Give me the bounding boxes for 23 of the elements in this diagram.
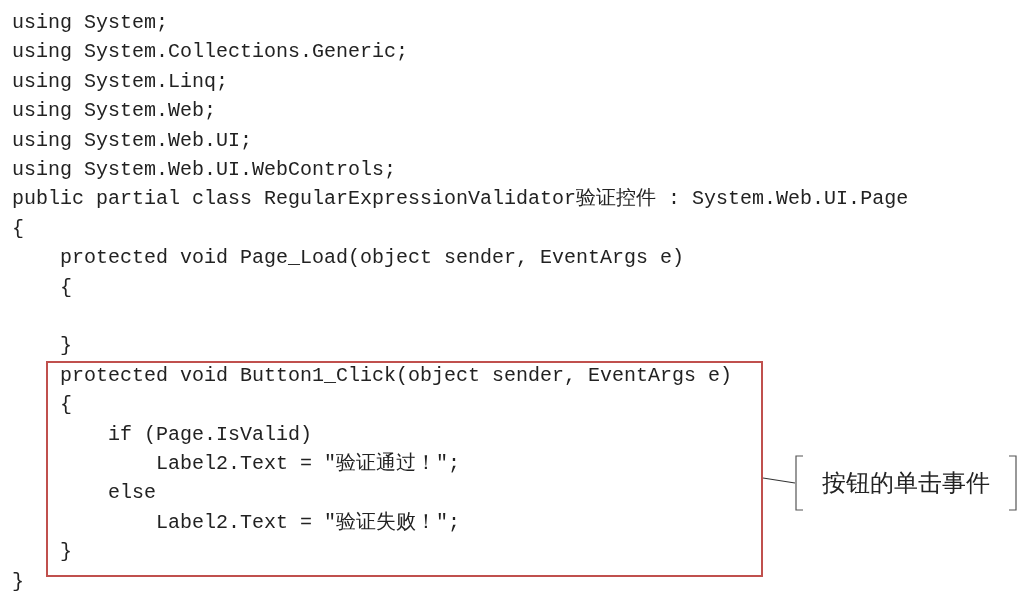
code-line: public partial class RegularExpressionValidator验证控件 : System.Web.UI.Page [12, 186, 909, 213]
code-line: Label2.Text = "验证失败！"; [156, 509, 461, 536]
code-line: if (Page.IsValid) [108, 421, 313, 448]
code-line: { [12, 215, 24, 242]
code-line: using System.Collections.Generic; [12, 39, 409, 66]
code-line: else [108, 480, 156, 507]
callout-box [795, 455, 1017, 511]
code-line: } [60, 333, 72, 360]
code-line: using System.Web.UI; [12, 127, 253, 154]
code-line: using System.Web; [12, 98, 217, 125]
code-line: } [12, 568, 24, 595]
callout-text: 按钮的单击事件 [822, 468, 990, 498]
code-line: protected void Page_Load(object sender, EventArgs e) [60, 245, 685, 272]
code-line: { [60, 392, 72, 419]
code-line: { [60, 274, 72, 301]
code-line: Label2.Text = "验证通过！"; [156, 451, 461, 477]
code-line: using System.Linq; [12, 68, 229, 95]
code-line: protected void Button1_Click(object sender, EventArgs e) [60, 362, 733, 389]
code-line: using System.Web.UI.WebControls; [12, 157, 397, 183]
leader-line [762, 477, 796, 484]
highlight-box [46, 361, 763, 577]
code-line: } [60, 539, 72, 566]
code-line: using System; [12, 10, 169, 36]
